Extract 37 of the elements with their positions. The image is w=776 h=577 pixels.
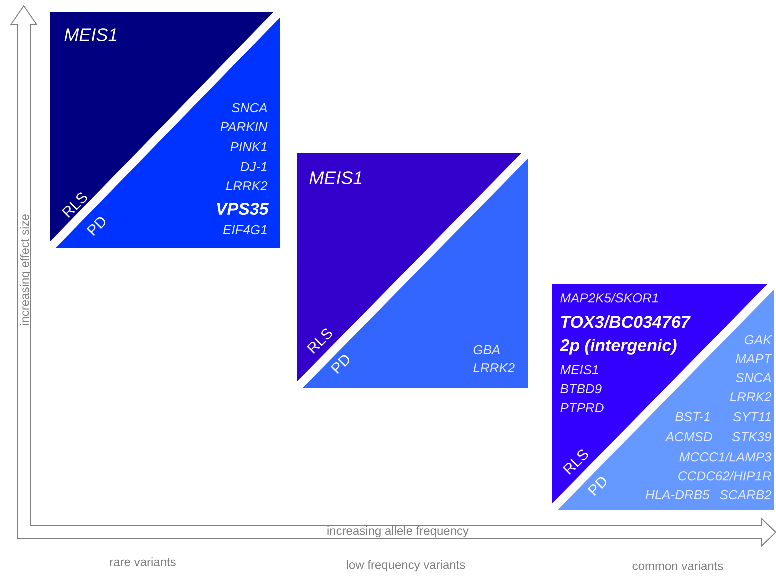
- gene-label: MAP2K5/SKOR1: [560, 293, 658, 303]
- gene-label: BST-1: [676, 412, 710, 422]
- gene-label: CCDC62/HIP1R: [678, 471, 772, 481]
- gene-label: MAPT: [736, 354, 773, 364]
- group-label: PD: [588, 477, 607, 496]
- gene-label: SCARB2: [720, 490, 772, 500]
- gene-label: PTPRD: [560, 404, 604, 412]
- gene-label: MCCC1/LAMP3: [680, 452, 772, 462]
- gene-label: HLA-DRB5: [646, 490, 710, 500]
- gene-label: DJ-1: [240, 162, 267, 172]
- gene-label: MEIS1: [560, 365, 598, 375]
- gene-label: SNCA: [232, 103, 268, 113]
- group-label: PD: [330, 355, 350, 374]
- gene-label: LRRK2: [226, 181, 268, 191]
- axis-label: increasing effect size: [20, 214, 32, 326]
- gene-label: PARKIN: [220, 122, 268, 132]
- gene-label: EIF4G1: [223, 225, 267, 235]
- gene-label: MEIS1: [310, 172, 362, 184]
- gene-label: GBA: [474, 345, 500, 355]
- gene-label: VPS35: [217, 202, 269, 216]
- gene-label: SYT11: [733, 412, 771, 422]
- group-label: PD: [86, 217, 106, 236]
- gene-label: GAK: [745, 335, 772, 345]
- gene-label: TOX3/BC034767: [561, 316, 691, 328]
- gene-label: STK39: [732, 432, 772, 442]
- gene-label: MEIS1: [64, 28, 117, 42]
- gene-label: SNCA: [736, 373, 772, 383]
- gene-label: 2p (intergenic): [560, 339, 677, 355]
- category-label: common variants: [632, 562, 724, 570]
- gene-label: LRRK2: [730, 392, 772, 402]
- gene-label: LRRK2: [474, 363, 515, 373]
- gene-label: ACMSD: [665, 432, 712, 442]
- category-label: low frequency variants: [347, 560, 466, 572]
- category-label: rare variants: [110, 558, 176, 566]
- gene-label: PINK1: [230, 142, 267, 152]
- axis-label: increasing allele frequency: [328, 526, 469, 538]
- gene-label: BTBD9: [560, 384, 602, 394]
